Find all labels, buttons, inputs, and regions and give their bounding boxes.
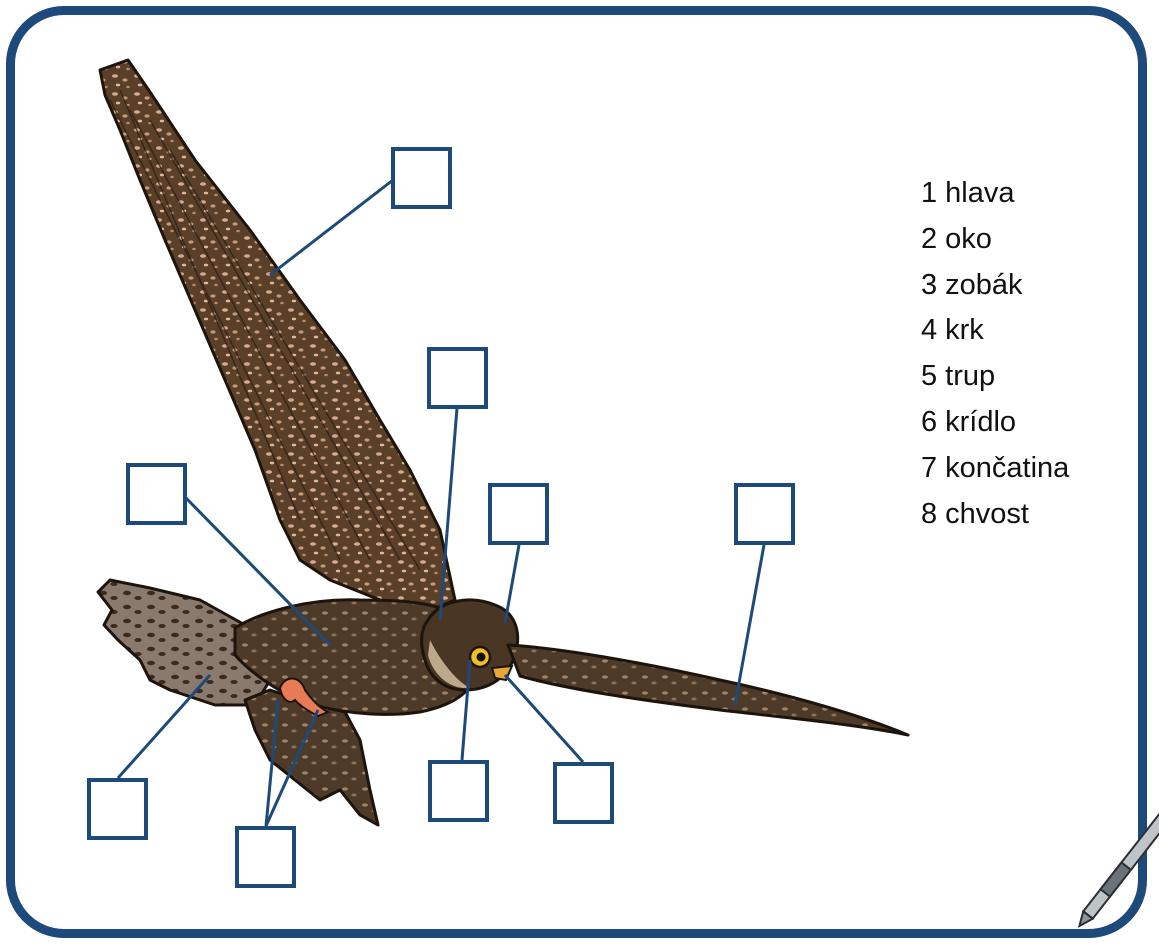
lower-wing <box>243 688 380 827</box>
label-box[interactable] <box>126 463 187 525</box>
label-box[interactable] <box>428 760 489 822</box>
feet <box>278 677 331 718</box>
label-box[interactable] <box>427 347 488 409</box>
label-box[interactable] <box>553 762 614 824</box>
tail <box>96 578 272 707</box>
label-box[interactable] <box>87 778 148 840</box>
upper-wing <box>98 58 457 617</box>
pen-icon <box>1077 804 1159 929</box>
right-wing <box>506 643 910 737</box>
feather-lines <box>109 89 421 571</box>
leader-lines <box>116 178 766 827</box>
label-box[interactable] <box>734 483 795 545</box>
label-box[interactable] <box>235 826 296 888</box>
pupil <box>476 652 486 662</box>
label-box[interactable] <box>488 483 549 545</box>
cheek-patch <box>428 640 470 689</box>
label-box[interactable] <box>391 147 452 209</box>
